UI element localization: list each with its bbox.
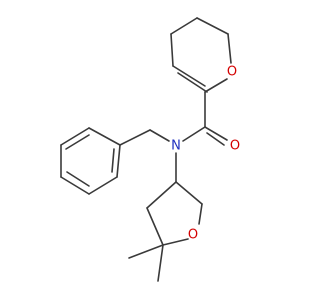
bond bbox=[66, 171, 90, 187]
bond bbox=[60, 176, 90, 195]
ring-oxygen-label: O bbox=[227, 65, 237, 80]
bond bbox=[172, 65, 206, 87]
bond bbox=[60, 127, 90, 146]
bond bbox=[227, 33, 232, 64]
bond bbox=[157, 244, 164, 282]
bond bbox=[146, 181, 177, 209]
bond bbox=[65, 134, 90, 150]
amide-nitrogen-label: N bbox=[171, 139, 181, 154]
bond bbox=[204, 78, 228, 93]
carbonyl-oxygen-label: O bbox=[230, 139, 240, 154]
bond bbox=[162, 238, 189, 246]
bond bbox=[206, 132, 225, 146]
bond bbox=[88, 127, 121, 146]
bond bbox=[149, 129, 170, 142]
molecule-structure: O O N O bbox=[60, 17, 240, 282]
tetrahydrofuran-ring bbox=[128, 152, 203, 282]
bond bbox=[198, 203, 203, 225]
bond bbox=[170, 17, 198, 35]
bond bbox=[177, 72, 208, 93]
bond bbox=[170, 33, 174, 67]
dihydropyran-ring bbox=[170, 17, 232, 93]
bond bbox=[196, 17, 229, 35]
bond bbox=[146, 207, 164, 246]
amide-group bbox=[182, 91, 228, 146]
bond bbox=[128, 244, 164, 259]
bond bbox=[116, 144, 121, 178]
bond bbox=[111, 148, 115, 173]
atom-labels: O O N O bbox=[171, 65, 240, 243]
benzyl-group bbox=[60, 127, 170, 195]
bond bbox=[204, 126, 228, 141]
thf-oxygen-label: O bbox=[188, 228, 198, 243]
bond bbox=[175, 181, 203, 205]
bond bbox=[182, 126, 206, 142]
bond bbox=[88, 176, 118, 195]
bond bbox=[119, 129, 151, 146]
